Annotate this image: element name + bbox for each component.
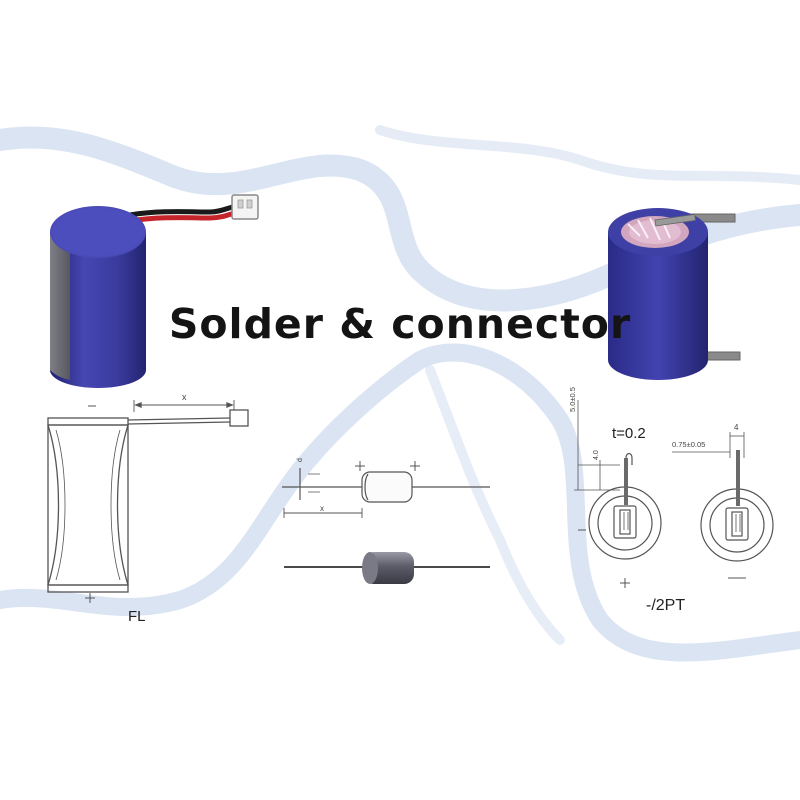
fl-label: FL — [128, 608, 146, 625]
battery-wire-connector — [50, 194, 259, 388]
pt-label: -/2PT — [646, 597, 686, 614]
page-title: Solder & connector — [168, 300, 632, 348]
battery-pcb-pins — [608, 208, 741, 380]
dim-pin-offset: 4.0 — [593, 450, 600, 460]
dim-axial-x: x — [320, 504, 324, 513]
fl-dimension-drawing — [47, 400, 249, 603]
dim-pin-spacing: 4 — [734, 423, 739, 432]
dim-pin-width: 0.75±0.05 — [672, 440, 705, 449]
pt-dimension-drawing — [574, 400, 774, 588]
thickness-label: t=0.2 — [612, 425, 646, 442]
axial-dimension-drawing — [282, 461, 490, 518]
axial-battery — [284, 552, 490, 584]
connector-plug-icon — [231, 194, 259, 220]
dim-axial-d: d — [297, 458, 304, 462]
dim-pin-height: 5.0±0.5 — [568, 387, 577, 412]
dim-fl-x: x — [182, 392, 187, 402]
